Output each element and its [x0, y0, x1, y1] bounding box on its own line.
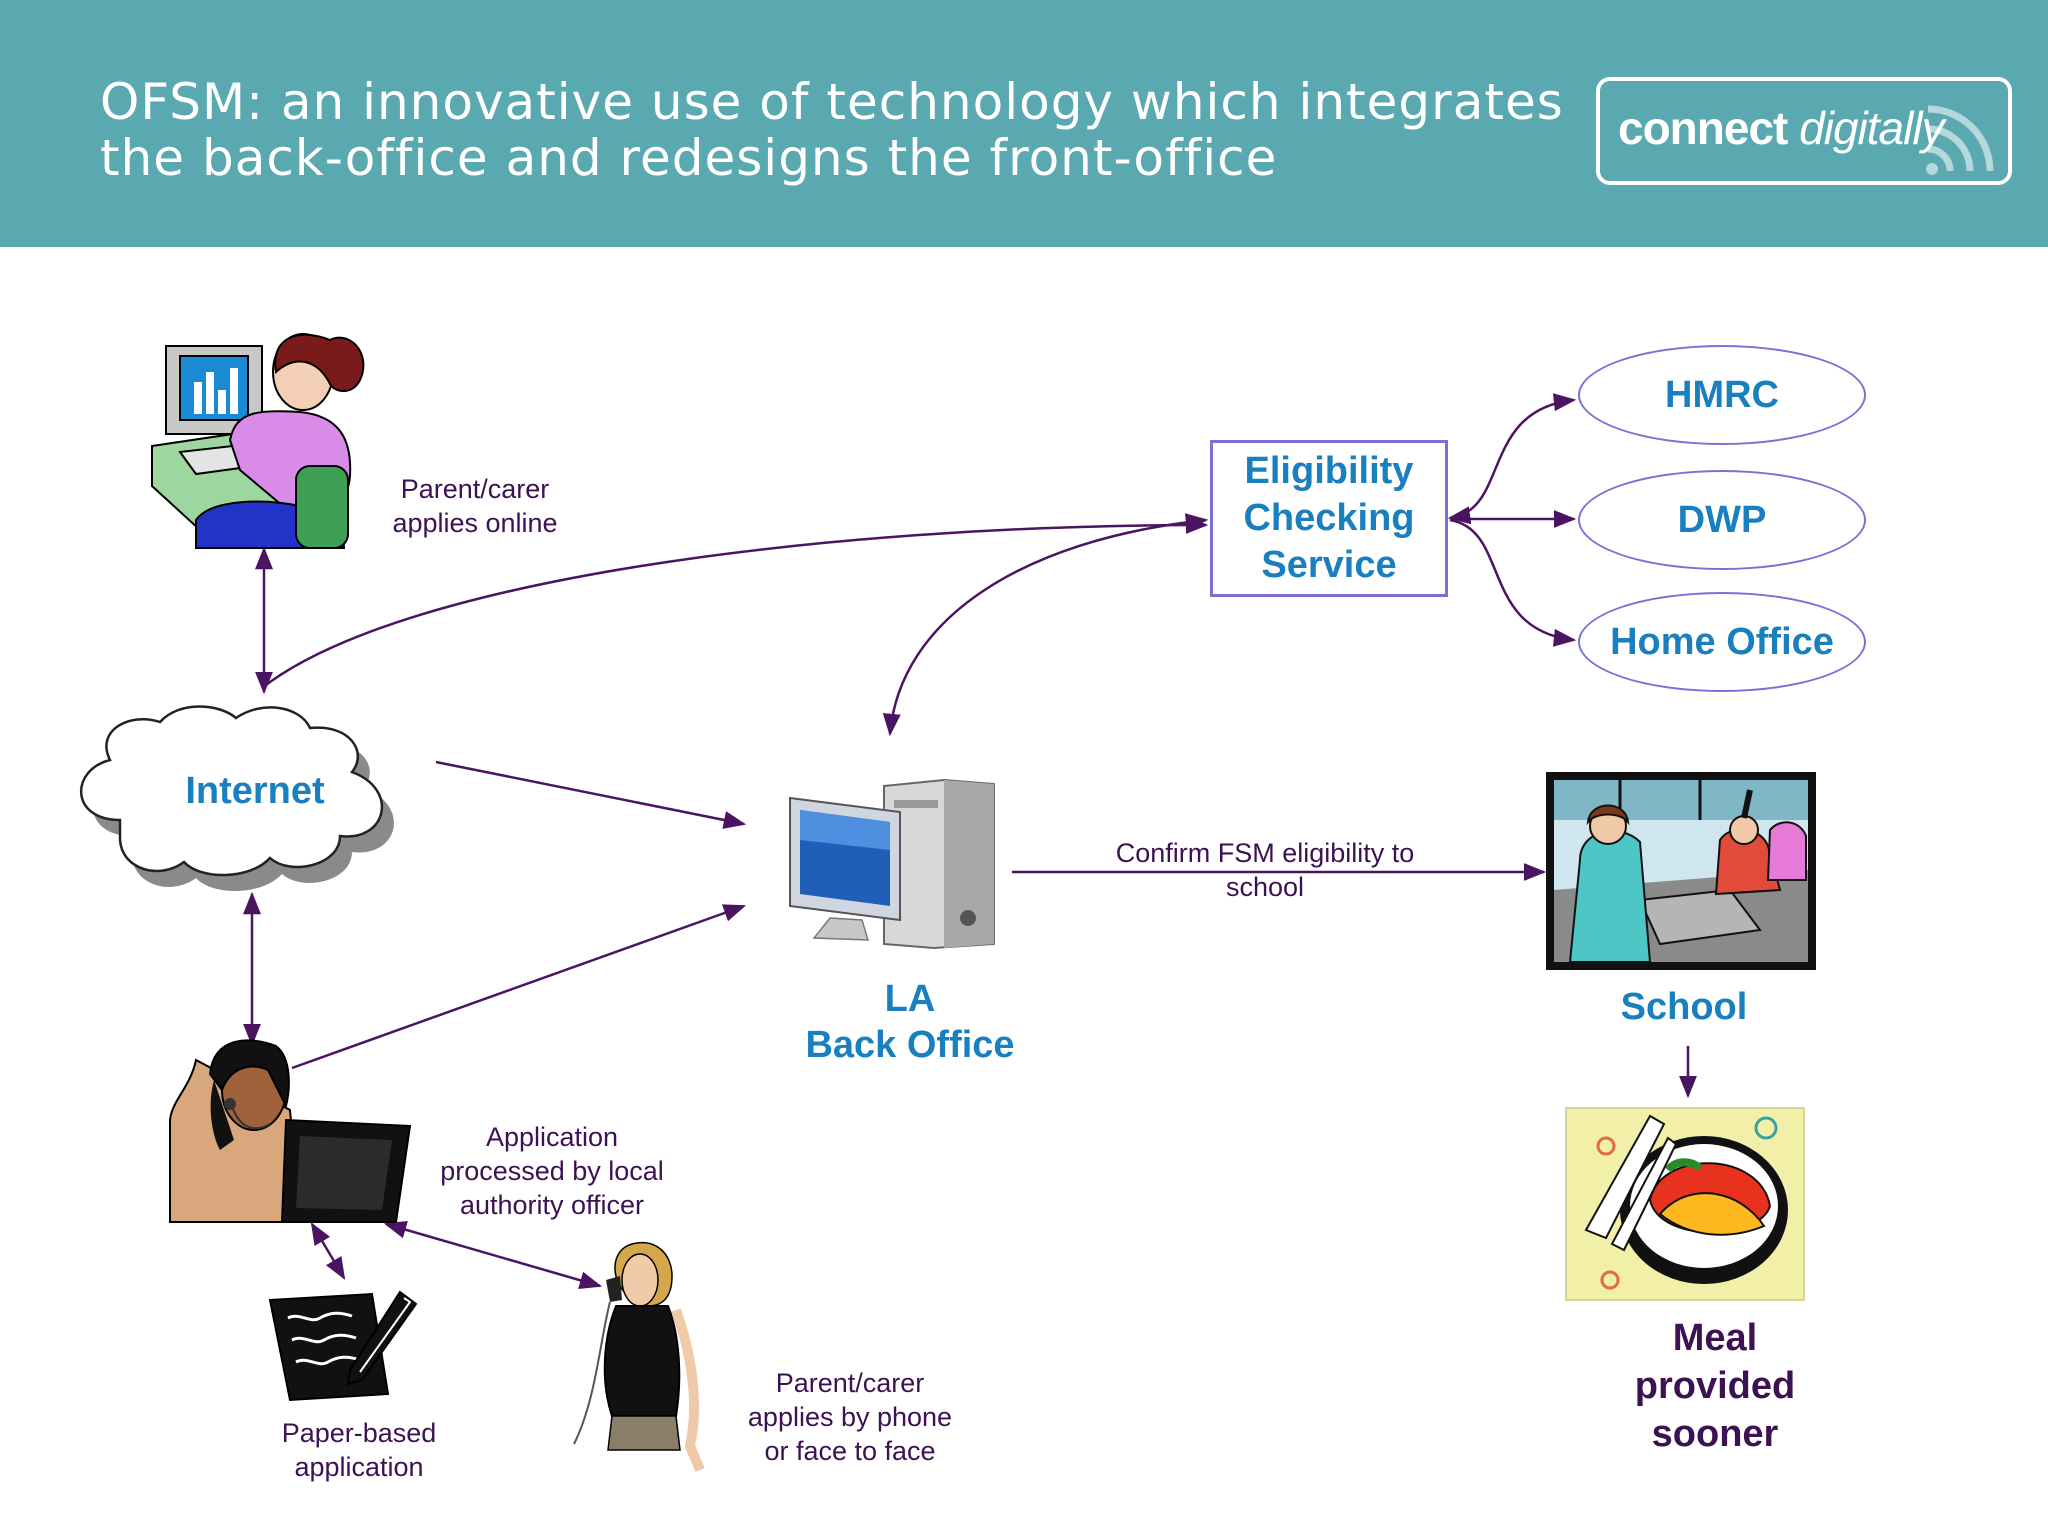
label-phone-line-2: applies by phone — [747, 1402, 953, 1432]
label-paper-line-1: Paper-based — [281, 1418, 437, 1448]
label-paper-line-2: application — [294, 1452, 424, 1482]
label-applies-online-line-2: applies online — [392, 508, 558, 538]
la-line-1: LA — [884, 978, 936, 1020]
home-office-label: Home Office — [1610, 620, 1834, 663]
computer-user-icon — [151, 333, 365, 549]
arrow-agent-paper — [310, 1222, 346, 1280]
label-applies-online: Parent/carer applies online — [370, 472, 580, 540]
arrow-ecs-home-office — [1449, 518, 1577, 647]
header-banner: OFSM: an innovative use of technology wh… — [0, 0, 2048, 247]
arrow-ecs-hmrc — [1447, 393, 1577, 525]
internet-label: Internet — [185, 770, 325, 812]
cloud-icon — [80, 705, 394, 892]
hmrc-node: HMRC — [1578, 345, 1866, 445]
label-processed-line-1: Application — [485, 1122, 619, 1152]
logo-word-connect: connect — [1618, 102, 1788, 154]
wifi-icon — [1926, 105, 1994, 175]
label-phone-line-3: or face to face — [764, 1436, 936, 1466]
meal-line-2: provided — [1634, 1365, 1796, 1407]
meal-line-3: sooner — [1651, 1413, 1779, 1455]
label-processed-line-2: processed by local — [440, 1156, 664, 1186]
label-applies-online-line-1: Parent/carer — [400, 474, 550, 504]
meal-provided-label: Meal provided sooner — [1570, 1314, 1860, 1458]
meal-plate-icon — [1565, 1107, 1805, 1301]
label-processed-line-3: authority officer — [459, 1190, 645, 1220]
title-line-1: OFSM: an innovative use of technology wh… — [100, 73, 1564, 131]
school-label: School — [1620, 986, 1748, 1028]
logo-text: connect digitally — [1618, 101, 1945, 155]
label-paper-based: Paper-based application — [254, 1416, 464, 1484]
arrow-internet-la — [435, 760, 747, 829]
label-confirm-line-2: school — [1225, 872, 1305, 902]
eligibility-checking-service-box: Eligibility Checking Service — [1210, 440, 1448, 597]
ecs-line-1: Eligibility — [1244, 450, 1414, 492]
title-line-2: the back-office and redesigns the front-… — [100, 129, 1278, 187]
arrow-agent-la — [291, 904, 747, 1070]
phone-caller-icon — [573, 1242, 705, 1472]
call-center-agent-icon — [169, 1039, 412, 1223]
la-line-2: Back Office — [805, 1024, 1015, 1066]
dwp-label: DWP — [1677, 498, 1767, 541]
hmrc-label: HMRC — [1665, 373, 1779, 416]
meal-line-1: Meal — [1672, 1317, 1758, 1359]
pc-tower-icon — [789, 778, 995, 950]
label-phone-line-1: Parent/carer — [775, 1368, 925, 1398]
ecs-line-3: Service — [1261, 544, 1397, 586]
classroom-icon — [1546, 772, 1816, 970]
label-confirm-line-1: Confirm FSM eligibility to — [1115, 838, 1415, 868]
home-office-node: Home Office — [1578, 592, 1866, 692]
arrow-agent-phone — [383, 1220, 603, 1290]
dwp-node: DWP — [1578, 470, 1866, 570]
ecs-line-2: Checking — [1243, 497, 1415, 539]
connect-digitally-logo: connect digitally — [1596, 77, 2012, 185]
arrow-ecs-la — [882, 513, 1209, 737]
label-confirm-eligibility: Confirm FSM eligibility to school — [1080, 836, 1450, 904]
label-applies-by-phone: Parent/carer applies by phone or face to… — [730, 1366, 970, 1468]
paper-form-icon — [268, 1290, 418, 1402]
label-processed-by-officer: Application processed by local authority… — [420, 1120, 684, 1222]
logo-word-digitally: digitally — [1799, 102, 1944, 154]
la-back-office-label: LA Back Office — [770, 976, 1050, 1068]
page-title: OFSM: an innovative use of technology wh… — [100, 74, 1580, 186]
